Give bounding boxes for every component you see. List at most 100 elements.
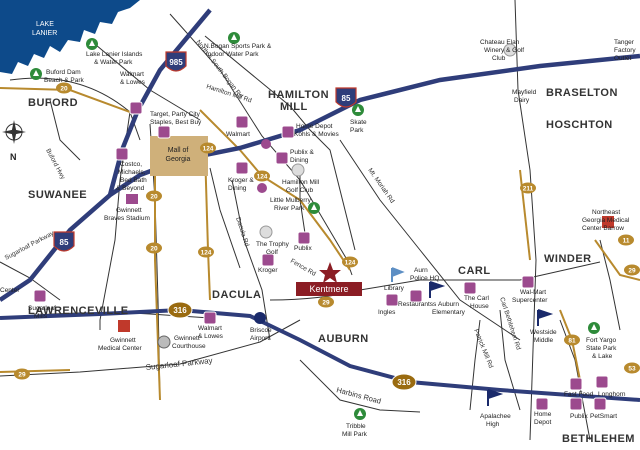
poi-mayfield-2: Dairy [514, 97, 530, 104]
shopping-icon [569, 397, 583, 411]
shopping-icon [261, 253, 275, 267]
poi-ne-georgia: Northeast [592, 209, 620, 216]
route-124-b: 124 [257, 174, 268, 181]
us316-number-2: 316 [397, 378, 411, 387]
points-of-interest [30, 32, 614, 420]
shopping-icon [297, 231, 311, 245]
poi-skate-park-2: Park [350, 127, 364, 134]
poi-gwinnett-medical: Gwinnett [110, 337, 136, 344]
shopping-icon [235, 115, 249, 129]
route-29-a: 29 [322, 300, 330, 307]
poi-bogan: N.Bogan Sports Park & [204, 43, 272, 50]
poi-walmart-lowes: Walmart [120, 71, 144, 78]
shopping-icon [275, 151, 289, 165]
poi-westside-2: Middle [534, 337, 554, 344]
poi-ne-georgia-2: Georgia Medical [582, 217, 630, 224]
poi-ingles: Ingles [378, 309, 396, 316]
poi-auburn-police-2: Police HQ [410, 275, 439, 282]
shopping-icon [157, 125, 171, 139]
poi-lake-lanier-islands-2: & Water Park [94, 59, 133, 66]
golf-icon [259, 225, 273, 239]
area-auburn: AUBURN [318, 333, 369, 345]
poi-walmart-lowes-b: Walmart [198, 325, 222, 332]
poi-hamilton-golf: Hamilton Mill [282, 179, 320, 186]
poi-publix-1: Publix [294, 245, 312, 252]
poi-petsmart: PetSmart [590, 413, 617, 420]
school-icon [487, 389, 504, 406]
poi-buford-dam-2: Beach & Park [44, 77, 84, 84]
lake-label: LAKE [36, 21, 54, 28]
poi-gwinnett-medical-2: Medical Center [98, 345, 143, 352]
poi-westside: Westside [530, 329, 557, 336]
poi-kroger-dining: Kroger & [228, 177, 254, 184]
shopping-icon [129, 101, 143, 115]
kentmere-star-icon [319, 262, 341, 283]
mall-label-1: Mall of [168, 147, 189, 154]
poi-tanger-2: Factory [614, 47, 636, 54]
road-sugarloaf-pkwy-2: Sugarloaf Parkway [145, 356, 213, 372]
area-hamilton-mill-2: MILL [280, 101, 308, 113]
poi-kroger: Kroger [258, 267, 278, 274]
shopping-icon [235, 161, 249, 175]
poi-chateau-3: Club [492, 55, 506, 62]
route-29-b: 29 [628, 268, 636, 275]
road-dacula: Dacula Rd [234, 216, 250, 247]
route-29-c: 29 [18, 372, 26, 379]
shopping-icon [521, 275, 535, 289]
road-patrick-mill: Patrick Mill Rd [472, 328, 494, 369]
dining-icon [257, 183, 267, 193]
kentmere-label: Kentmere [309, 284, 348, 294]
poi-fort-yargo: Fort Yargo [586, 337, 616, 344]
poi-little-mulberry: Little Mulberry [270, 197, 312, 204]
poi-publix-2: Publix [570, 413, 588, 420]
route-124-c: 124 [201, 250, 212, 257]
poi-skate-park: Skate [350, 119, 367, 126]
mall-label-2: Georgia [166, 156, 191, 163]
area-winder: WINDER [544, 253, 592, 265]
poi-carl-house-2: House [470, 303, 489, 310]
park-tree-icon [352, 104, 364, 116]
shopping-icon [409, 289, 423, 303]
poi-briscoe: Briscoe [250, 327, 272, 334]
poi-braves-2: Braves Stadium [104, 215, 150, 222]
poi-tanger-3: Outlet [614, 55, 632, 62]
hospital-icon [118, 320, 130, 332]
dining-icon [261, 139, 271, 149]
area-hamilton-mill: HAMILTON [268, 89, 329, 101]
poi-courthouse-2: Courthouse [172, 343, 206, 350]
kentmere-label-box [296, 282, 362, 296]
poi-walmart-lowes-2: & Lowes [120, 79, 146, 86]
poi-fort-yargo-3: & Lake [592, 353, 613, 360]
area-carl: CARL [458, 265, 491, 277]
poi-briscoe-2: Airport [250, 335, 269, 342]
route-81: 81 [568, 338, 576, 345]
library-icon [391, 267, 405, 282]
poi-braves: Gwinnett [116, 207, 142, 214]
poi-chateau: Chateau Elan [480, 39, 520, 46]
compass-rose-icon [2, 120, 26, 144]
shopping-icon [385, 293, 399, 307]
poi-mayfield: Mayfield [512, 89, 537, 96]
us-316-shield-icon: 316 [167, 301, 193, 319]
poi-fort-yargo-2: State Park [586, 345, 617, 352]
poi-courthouse: Gwinnett [174, 335, 200, 342]
poi-kroger-dining-2: Dining [228, 185, 247, 192]
i85-number-2: 85 [60, 238, 69, 247]
poi-lake-lanier-islands: Lake Lanier Islands [86, 51, 143, 58]
area-lawrenceville: LAWRENCEVILLE [28, 305, 129, 317]
park-tree-icon [86, 38, 98, 50]
route-markers: 20 20 20 124 124 124 124 211 11 29 29 29… [14, 82, 640, 380]
route-124-a: 124 [203, 146, 214, 153]
poi-costco-4: & Beyond [116, 185, 145, 192]
shopping-icon [569, 377, 583, 391]
poi-apalachee: Apalachee [480, 413, 511, 420]
school-icon [537, 309, 554, 326]
park-tree-icon [228, 32, 240, 44]
poi-longhorn: Longhorn [598, 391, 626, 398]
route-20-b: 20 [150, 194, 158, 201]
poi-home-depot-b: Home [534, 411, 552, 418]
road-fence: Fence Rd [289, 258, 317, 278]
poi-costco-3: Bed Bath [120, 177, 147, 184]
courthouse-icon [157, 335, 171, 349]
